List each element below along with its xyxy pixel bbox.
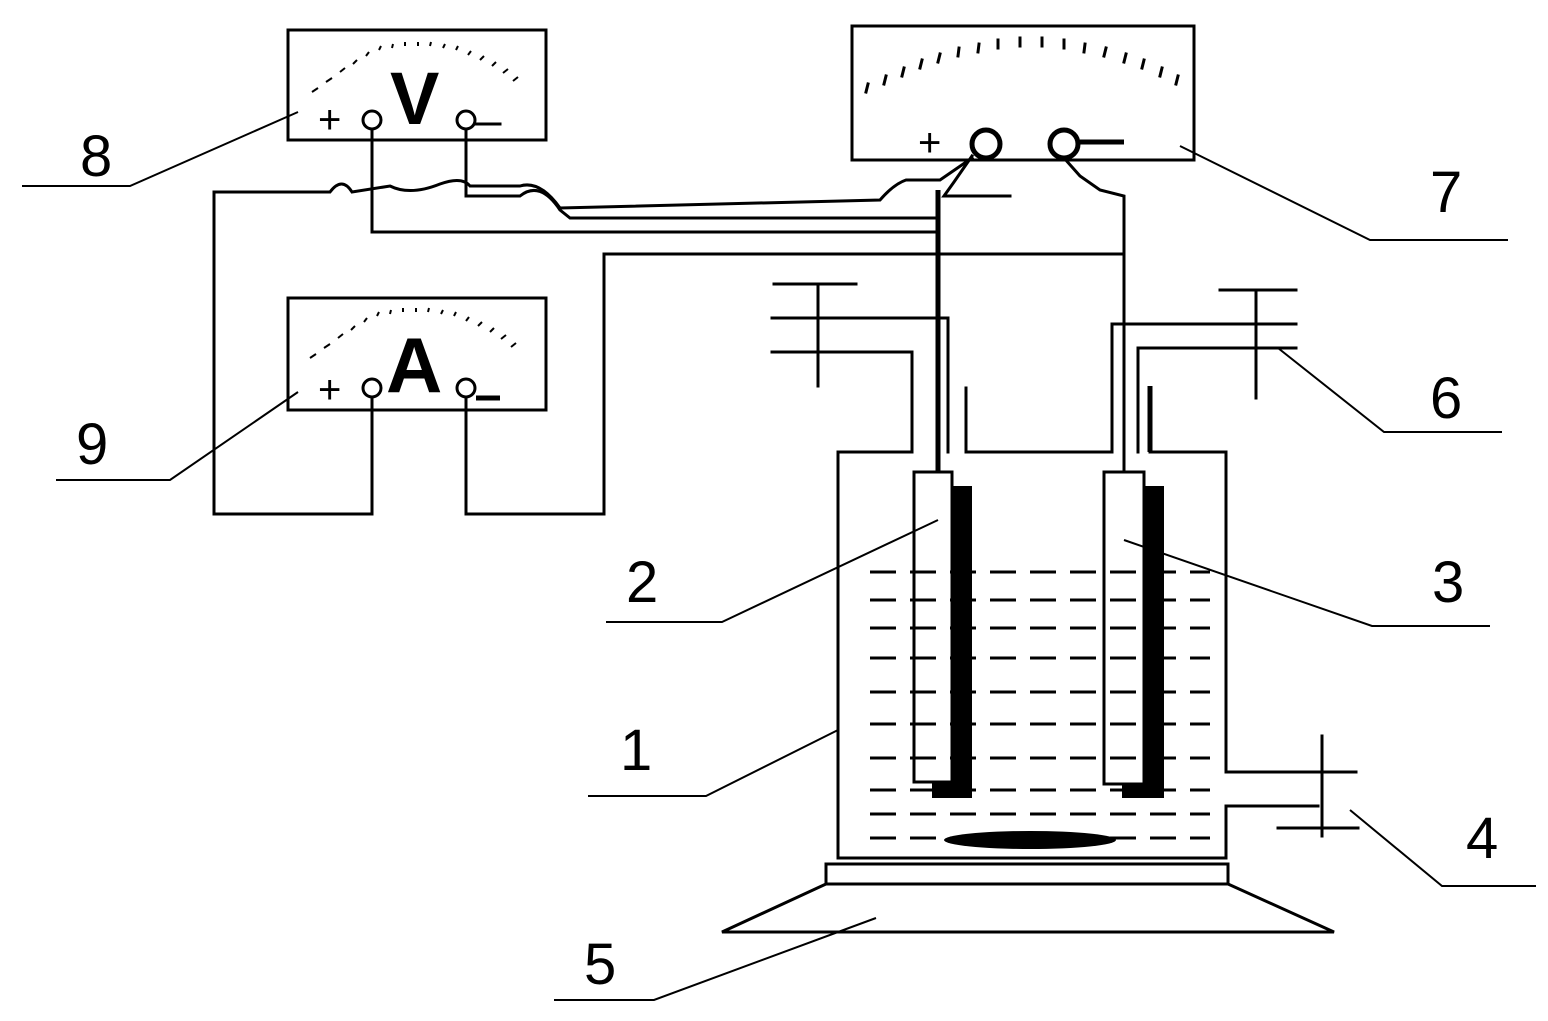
leader-9 bbox=[56, 391, 299, 481]
leader-4 bbox=[1349, 809, 1536, 887]
label-8: 8 bbox=[80, 124, 112, 189]
wire-supply-plus bbox=[941, 153, 975, 198]
magnetic-stirrer bbox=[721, 862, 1335, 934]
voltmeter-plus-sign: + bbox=[318, 98, 341, 142]
ammeter-symbol: A bbox=[386, 321, 442, 409]
leader-6 bbox=[1277, 347, 1502, 433]
power-supply-meter: + bbox=[850, 24, 1196, 165]
left-gas-tube-inner bbox=[770, 316, 950, 454]
electrode-2-backing bbox=[952, 486, 972, 798]
electrolyte bbox=[870, 570, 1210, 840]
wire-supply-minus bbox=[1061, 155, 1126, 472]
ammeter-plus-sign: + bbox=[318, 368, 341, 412]
stirrer-base bbox=[721, 882, 1335, 934]
leader-2 bbox=[606, 519, 939, 623]
voltmeter-minus-terminal[interactable] bbox=[455, 109, 477, 131]
leader-7 bbox=[1179, 145, 1508, 241]
leader-8 bbox=[22, 111, 299, 187]
circuit-wiring bbox=[212, 127, 1126, 516]
voltmeter: V + bbox=[286, 28, 548, 142]
wire-ammeter-plus-to-supply bbox=[212, 155, 975, 516]
electrode-2-assembly bbox=[912, 190, 972, 798]
cell-wall bbox=[836, 450, 1228, 860]
label-2: 2 bbox=[626, 550, 658, 615]
right-gas-tube-inner bbox=[1110, 322, 1298, 454]
stir-bar bbox=[944, 831, 1116, 849]
label-9: 9 bbox=[76, 412, 108, 477]
wire-ammeter-minus bbox=[464, 252, 1124, 516]
electrode-3-backing bbox=[1144, 486, 1164, 798]
ammeter: A + bbox=[286, 296, 548, 412]
ammeter-minus-terminal[interactable] bbox=[455, 377, 477, 399]
voltmeter-body bbox=[286, 28, 548, 142]
label-3: 3 bbox=[1432, 550, 1464, 615]
stirrer-plate bbox=[824, 862, 1230, 886]
right-gas-tube-outer bbox=[1136, 346, 1298, 454]
gas-tubes bbox=[770, 282, 1298, 454]
part-labels: 8 9 7 6 2 3 1 4 5 bbox=[76, 124, 1498, 997]
label-1: 1 bbox=[620, 718, 652, 783]
ammeter-scale bbox=[309, 307, 517, 359]
wire-voltmeter-minus bbox=[464, 127, 940, 220]
ammeter-plus-terminal[interactable] bbox=[361, 377, 383, 399]
ammeter-body bbox=[286, 296, 548, 412]
voltmeter-scale bbox=[311, 41, 519, 93]
label-7: 7 bbox=[1430, 160, 1462, 225]
meter7-plus-sign: + bbox=[918, 121, 941, 165]
left-gas-tube-outer bbox=[770, 350, 914, 454]
leader-1 bbox=[588, 729, 839, 797]
electrolysis-cell bbox=[836, 450, 1228, 860]
meter7-body bbox=[850, 24, 1196, 162]
electrode-3-backing-foot bbox=[1122, 784, 1164, 798]
leader-lines bbox=[22, 111, 1536, 1001]
wire-voltmeter-plus bbox=[370, 127, 940, 234]
voltmeter-symbol: V bbox=[390, 57, 439, 140]
leader-5 bbox=[554, 917, 877, 1001]
outlet-tube bbox=[1224, 734, 1360, 838]
voltmeter-plus-terminal[interactable] bbox=[361, 109, 383, 131]
meter7-scale bbox=[864, 36, 1180, 94]
label-5: 5 bbox=[584, 932, 616, 997]
meter7-plus-terminal[interactable] bbox=[969, 127, 1003, 161]
label-4: 4 bbox=[1466, 806, 1498, 871]
label-6: 6 bbox=[1430, 366, 1462, 431]
leader-3 bbox=[1123, 539, 1490, 627]
